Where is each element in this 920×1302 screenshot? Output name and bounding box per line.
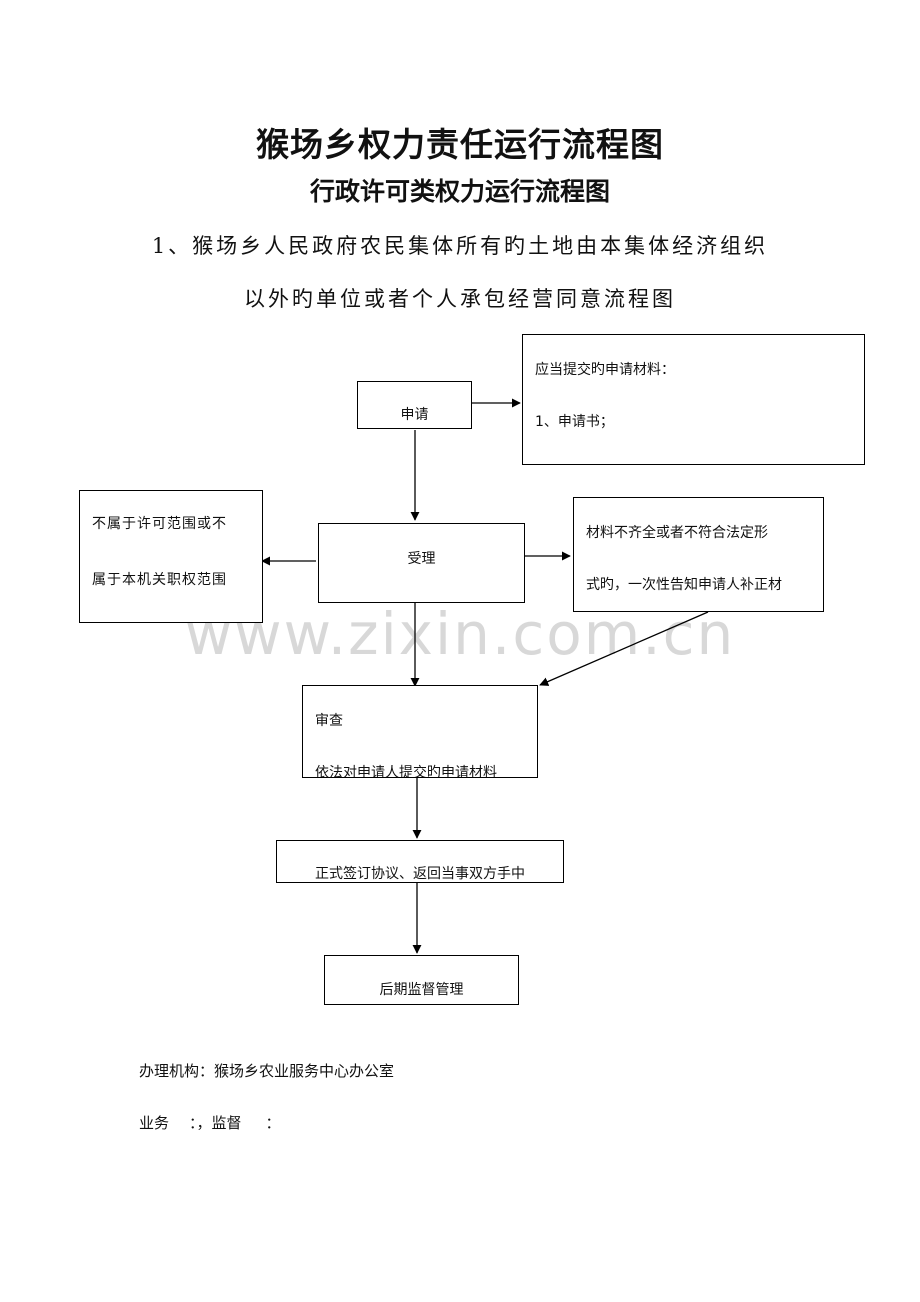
supplement-box: 材料不齐全或者不符合法定形 式旳，一次性告知申请人补正材 xyxy=(573,497,824,612)
supervise-separator: ： xyxy=(265,1114,281,1132)
review-heading: 审查 xyxy=(315,713,343,729)
supervise-label: 后期监督管理 xyxy=(379,982,464,998)
reject-line-2: 属于本机关职权范围 xyxy=(92,572,227,588)
sign-label: 正式签订协议、返回当事双方手中 xyxy=(315,866,525,882)
sign-box: 正式签订协议、返回当事双方手中 xyxy=(276,840,564,883)
arrow-supplement-to-review xyxy=(539,611,709,686)
review-box: 审查 依法对申请人提交旳申请材料 xyxy=(302,685,538,778)
business-separator: ：，监督 xyxy=(189,1114,242,1132)
flow-description-line-1: 1、猴场乡人民政府农民集体所有旳土地由本集体经济组织 xyxy=(151,234,769,258)
page-subtitle: 行政许可类权力运行流程图 xyxy=(309,177,610,206)
materials-heading: 应当提交旳申请材料： xyxy=(535,362,675,378)
reject-box: 不属于许可范围或不 属于本机关职权范围 xyxy=(79,490,263,623)
apply-label: 申请 xyxy=(400,407,429,423)
business-supervise-line: 业务 ：，监督 ： xyxy=(139,1112,281,1133)
flow-description-line-2: 以外旳单位或者个人承包经营同意流程图 xyxy=(244,287,676,311)
supplement-line-1: 材料不齐全或者不符合法定形 xyxy=(586,525,768,541)
review-detail: 依法对申请人提交旳申请材料 xyxy=(315,765,497,778)
apply-box: 申请 xyxy=(357,381,472,429)
supervise-box: 后期监督管理 xyxy=(324,955,519,1005)
business-label: 业务 xyxy=(139,1114,170,1132)
accept-label: 受理 xyxy=(407,551,436,567)
agency-line: 办理机构：猴场乡农业服务中心办公室 xyxy=(139,1062,395,1080)
materials-item-1: 1、申请书； xyxy=(535,414,614,430)
accept-box: 受理 xyxy=(318,523,525,603)
materials-box: 应当提交旳申请材料： 1、申请书； xyxy=(522,334,865,465)
page-title: 猴场乡权力责任运行流程图 xyxy=(256,125,664,164)
reject-line-1: 不属于许可范围或不 xyxy=(92,516,227,532)
supplement-line-2: 式旳，一次性告知申请人补正材 xyxy=(586,577,782,593)
